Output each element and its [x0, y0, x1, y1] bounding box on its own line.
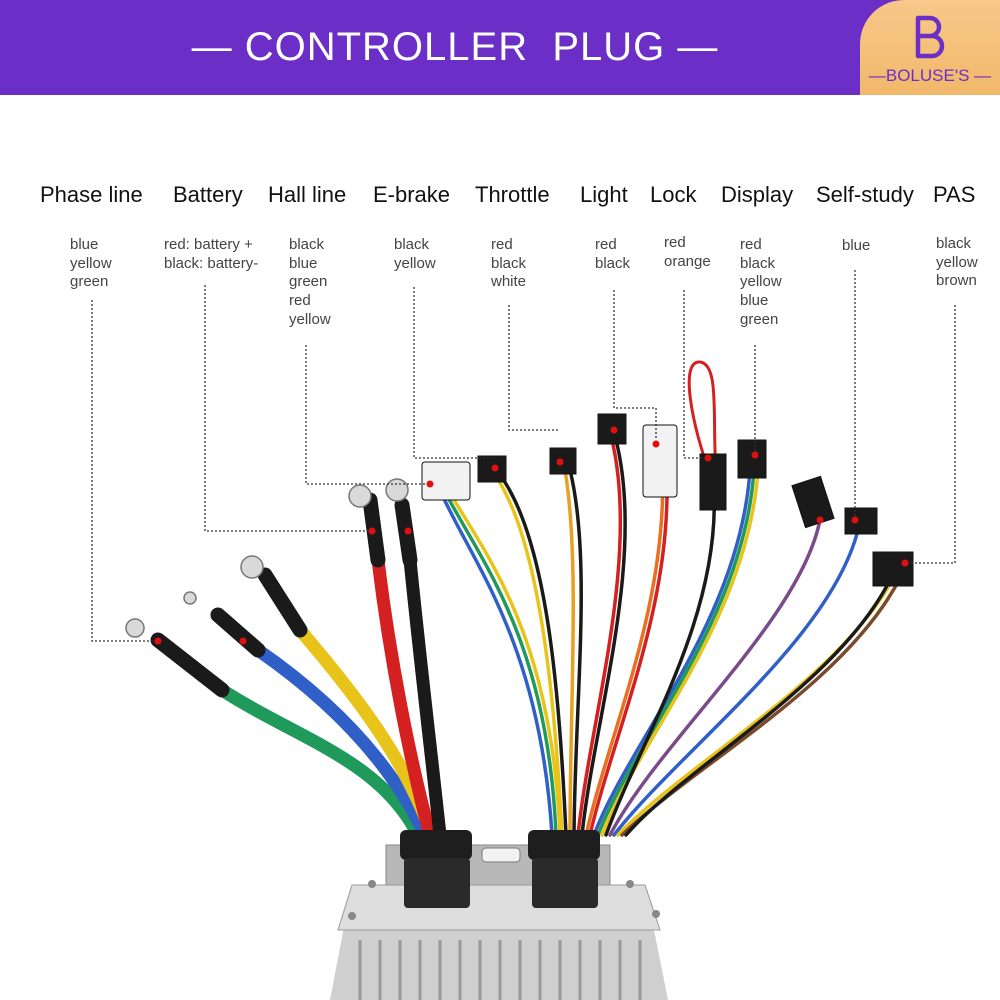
wire-color: blue: [842, 237, 871, 254]
page-title: — CONTROLLER PLUG —: [191, 25, 719, 69]
wire-color: green: [740, 310, 779, 328]
wire-color: green: [289, 273, 328, 291]
phase-line-colors: blue yellow green: [70, 236, 112, 292]
signal-wires: [438, 438, 902, 837]
brand-logo-icon: [915, 15, 945, 59]
battery-colors: red: battery + black: battery-: [164, 236, 258, 273]
leader-lines: [91, 270, 956, 642]
wire-color: black: [289, 236, 325, 253]
label-display: Display: [721, 182, 794, 207]
lock-colors: red orange: [664, 234, 711, 271]
controller-box: [330, 844, 668, 1000]
cable-glands: [400, 830, 600, 908]
label-phase-line: Phase line: [40, 182, 143, 207]
wire-color: red: battery +: [164, 236, 253, 253]
wire-color: black: [394, 236, 430, 253]
wire-color: brown: [936, 272, 977, 290]
wire-color: red: [740, 236, 762, 253]
wire-color: black: [595, 254, 631, 272]
label-battery: Battery: [173, 182, 243, 207]
phase-and-battery-wires: [150, 492, 447, 842]
label-lock: Lock: [650, 182, 697, 207]
connector-markers: [154, 426, 909, 645]
wire-color: black: [740, 254, 776, 272]
label-pas: PAS: [933, 182, 976, 207]
label-light: Light: [580, 182, 628, 207]
pas-colors: black yellow brown: [936, 235, 978, 291]
throttle-colors: red black white: [491, 236, 526, 292]
ring-terminals: [125, 478, 409, 638]
wire-color: blue: [70, 236, 99, 253]
brand-name: —BOLUSE'S —: [868, 66, 992, 85]
wire-color: red: [664, 234, 686, 251]
light-colors: red black: [595, 236, 630, 273]
wire-color: red: [289, 292, 311, 310]
display-colors: red black yellow blue green: [740, 236, 782, 330]
label-hall-line: Hall line: [268, 182, 347, 207]
wire-color: black: [491, 254, 527, 272]
wire-color: yellow: [936, 253, 978, 271]
wire-color: yellow: [70, 254, 112, 272]
self-study-colors: blue: [842, 237, 870, 256]
label-throttle: Throttle: [475, 182, 550, 207]
wire-color: black: battery-: [164, 254, 259, 272]
wire-color: yellow: [289, 310, 331, 328]
hall-line-colors: black blue green red yellow: [289, 236, 331, 330]
label-e-brake: E-brake: [373, 182, 451, 207]
wire-color: red: [595, 236, 617, 253]
wire-color: red: [491, 236, 513, 253]
wire-color: yellow: [740, 273, 782, 291]
wire-color: yellow: [394, 254, 436, 272]
header-banner: — CONTROLLER PLUG — —BOLUSE'S —: [0, 0, 1000, 95]
e-brake-colors: black yellow: [394, 236, 436, 273]
brand-logo: —BOLUSE'S —: [860, 0, 1000, 95]
lock-loop-wire: [687, 360, 718, 481]
label-self-study: Self-study: [816, 182, 914, 207]
wire-color: white: [491, 273, 527, 291]
wire-color: blue: [740, 292, 769, 310]
wire-color: black: [936, 235, 972, 252]
wire-color: green: [70, 273, 109, 291]
wire-color: blue: [289, 254, 318, 272]
wire-color: orange: [664, 252, 711, 270]
